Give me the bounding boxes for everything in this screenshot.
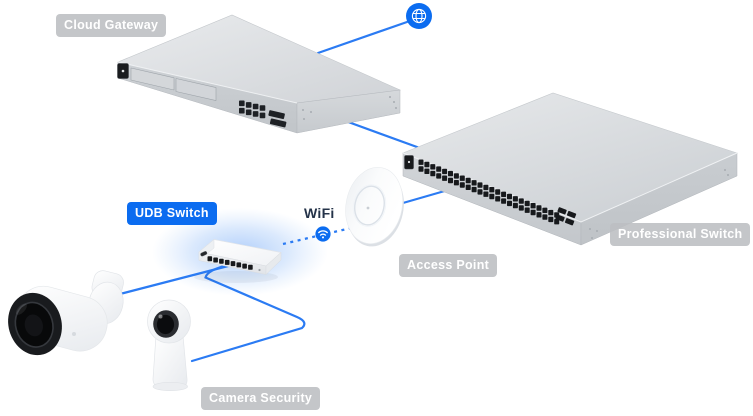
udb-ethernet-ports (207, 256, 253, 270)
switch-screws (589, 169, 729, 239)
globe-icon (406, 3, 432, 29)
wifi-annotation: WiFi (304, 205, 335, 221)
bullet-camera-lens (8, 292, 62, 356)
access-point-device (345, 167, 404, 247)
connection-gateway-switch (338, 117, 430, 153)
udb-switch-label: UDB Switch (127, 202, 217, 225)
gateway-ethernet-ports (239, 100, 266, 119)
gateway-sfp-ports (268, 110, 287, 128)
turret-camera-lens (153, 310, 179, 338)
switch-sfp-ports (555, 207, 577, 226)
switch-ethernet-ports (418, 159, 560, 225)
professional-switch-label: Professional Switch (610, 223, 751, 246)
wifi-icon (315, 226, 331, 242)
gateway-screen (117, 63, 129, 79)
udb-uplink-port (200, 251, 208, 257)
gateway-drive-trays (130, 67, 217, 101)
udb-switch-device (194, 238, 282, 283)
cloud-gateway-device (117, 14, 402, 134)
camera-security-label: Camera Security (201, 387, 321, 410)
gateway-screws (302, 96, 397, 120)
connection-gateway-internet (316, 20, 409, 55)
bullet-camera-device (8, 270, 124, 356)
access-point-logo-dot (366, 206, 370, 210)
udb-led (258, 268, 261, 272)
connection-udb-turret-camera (190, 263, 306, 363)
access-point-label: Access Point (399, 254, 498, 277)
bullet-camera-logo-dot (72, 332, 76, 336)
cloud-gateway-label: Cloud Gateway (56, 14, 167, 37)
professional-switch-device (402, 92, 738, 246)
turret-camera-device (147, 299, 191, 391)
switch-screen (404, 155, 414, 170)
